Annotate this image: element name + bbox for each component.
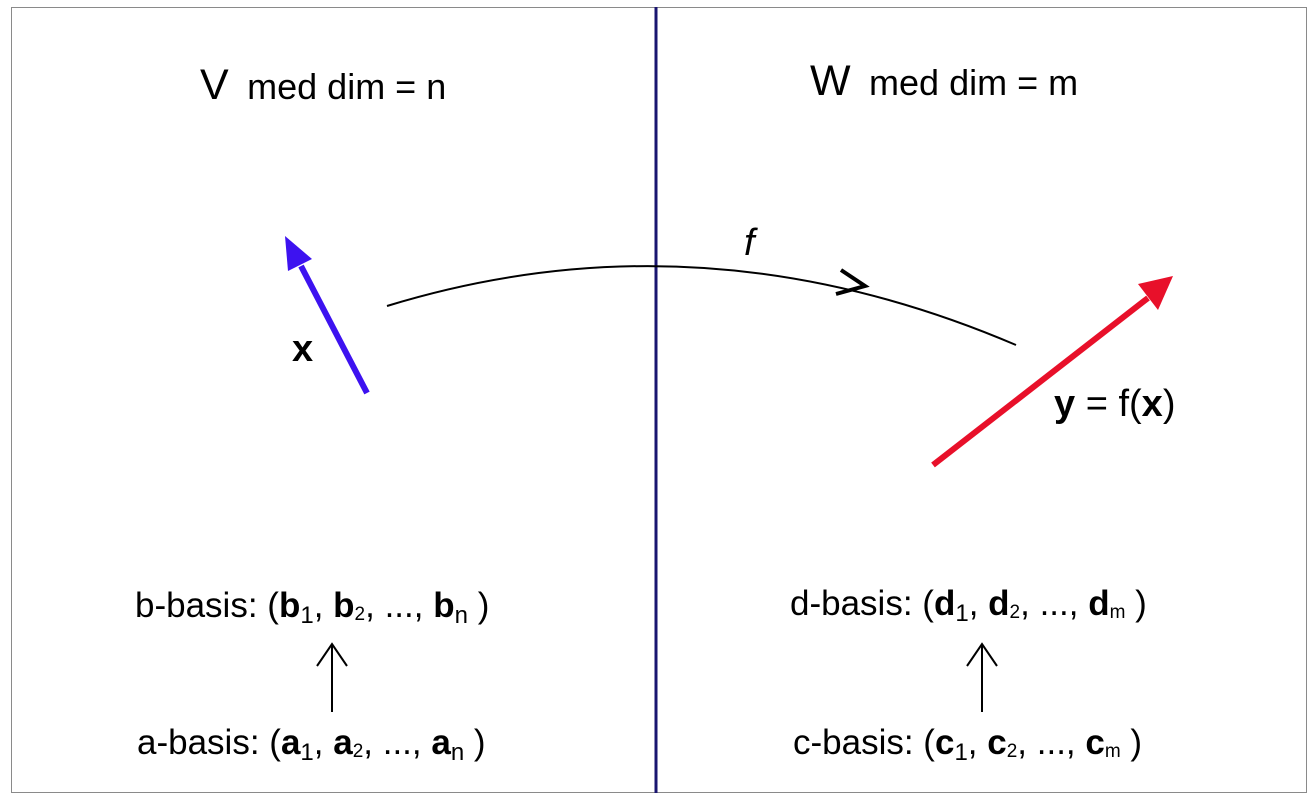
basis-ellipsis: ..., [384, 586, 424, 625]
left-lower-basis: a-basis: (a1, a2, ..., an ) [137, 723, 486, 766]
basis-prefix: b-basis: ( [135, 586, 279, 625]
left-space-name: V [200, 61, 229, 109]
basis-subscript: 1 [300, 602, 314, 629]
right-basis-change-arrowhead [966, 642, 998, 667]
basis-subscript: 2 [1009, 602, 1021, 623]
basis-vector: a [333, 723, 353, 762]
basis-subscript: 2 [354, 604, 366, 625]
basis-vector: a [280, 723, 301, 762]
basis-subscript: 1 [954, 739, 968, 766]
basis-vector: d [1088, 584, 1110, 623]
basis-vector: b [433, 586, 455, 625]
right-upper-basis: d-basis: (d1, d2, ..., dm ) [790, 584, 1147, 627]
vector-x-label: x [292, 328, 314, 370]
basis-suffix: ) [473, 723, 486, 762]
right-lower-basis: c-basis: (c1, c2, ..., cm ) [793, 723, 1143, 766]
mapping-arrowhead [835, 268, 870, 296]
basis-vector: c [1085, 723, 1105, 762]
vector-y-lhs: y [1054, 383, 1076, 425]
left-upper-basis: b-basis: (b1, b2, ..., bn ) [135, 586, 490, 629]
basis-prefix: c-basis: ( [793, 723, 935, 762]
vector-y-close: ) [1162, 383, 1176, 425]
diagram-frame [11, 7, 1307, 793]
basis-prefix: a-basis: ( [137, 723, 281, 762]
basis-subscript: 2 [1006, 741, 1018, 762]
vector-y-shaft [931, 295, 1150, 468]
basis-subscript: n [454, 602, 468, 629]
vector-y-arg: x [1141, 383, 1163, 425]
basis-suffix: ) [477, 586, 490, 625]
right-space-title: W med dim = m [810, 60, 1078, 103]
vector-x-shaft [298, 264, 370, 395]
basis-vector: d [933, 584, 956, 623]
basis-vector: b [333, 586, 355, 625]
basis-subscript: m [1104, 741, 1121, 762]
basis-vector: a [431, 723, 451, 762]
vector-x-head [285, 236, 312, 271]
basis-vector: b [278, 586, 301, 625]
vector-y-label: y = f(x) [1054, 385, 1175, 423]
basis-vector: d [988, 584, 1010, 623]
basis-vector: c [987, 723, 1007, 762]
vector-y-eq: = f( [1085, 383, 1142, 425]
basis-subscript: 1 [955, 600, 969, 627]
basis-vector: c [934, 723, 955, 762]
basis-subscript: 2 [352, 741, 364, 762]
basis-prefix: d-basis: ( [790, 584, 934, 623]
basis-ellipsis: ..., [1036, 723, 1076, 762]
basis-suffix: ) [1135, 584, 1147, 623]
basis-subscript: n [450, 739, 465, 766]
mapping-arc [386, 265, 1017, 346]
right-space-name: W [810, 57, 851, 105]
vector-y-head [1138, 276, 1173, 310]
left-space-title: V med dim = n [200, 64, 446, 107]
basis-subscript: 1 [300, 739, 314, 766]
basis-suffix: ) [1130, 723, 1143, 762]
basis-ellipsis: ..., [1039, 584, 1079, 623]
basis-ellipsis: ..., [382, 723, 422, 762]
left-basis-change-arrowhead [316, 642, 348, 667]
basis-subscript: m [1109, 602, 1126, 623]
right-space-dimension: med dim = m [869, 62, 1079, 103]
left-space-dimension: med dim = n [247, 66, 447, 107]
map-label: f [744, 222, 755, 264]
